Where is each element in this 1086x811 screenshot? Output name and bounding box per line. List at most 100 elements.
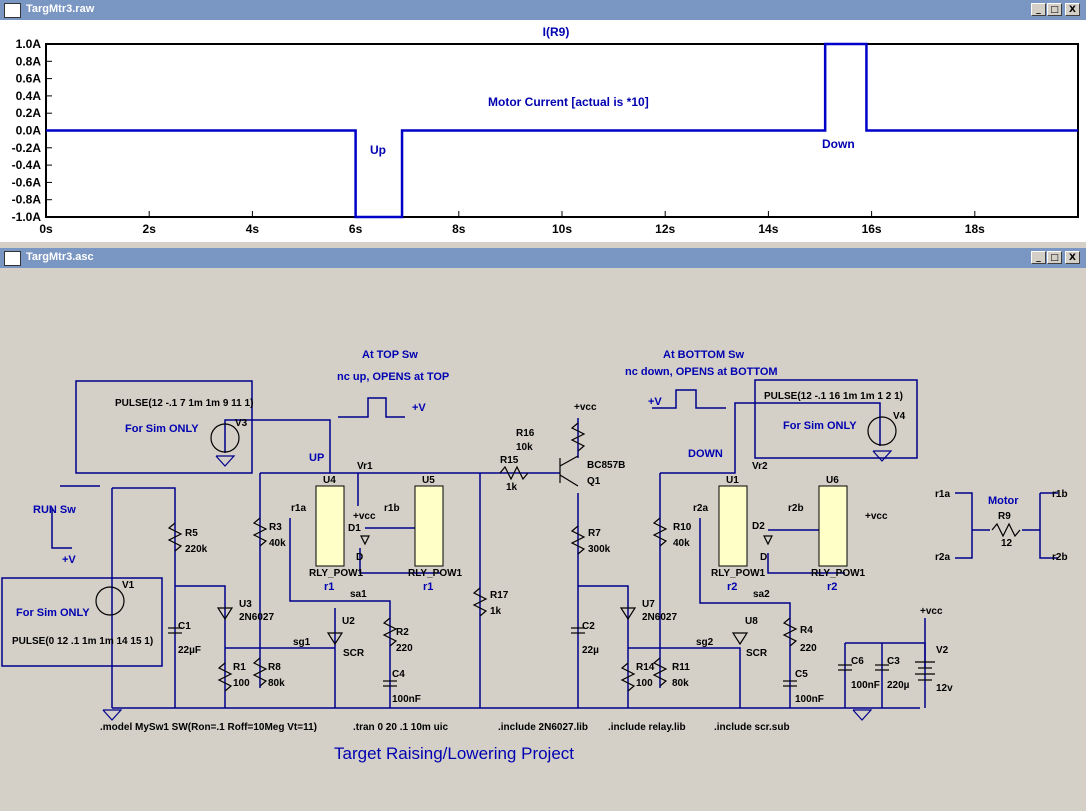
label-C1: C1 [178, 621, 191, 632]
label-U1: U1 [726, 475, 739, 486]
label-bot_sw_title: At BOTTOM Sw [663, 349, 745, 361]
label-U2: U2 [342, 616, 355, 627]
relay-u5 [414, 485, 444, 567]
label-R16: R16 [516, 428, 535, 439]
y-tick-label: 0.4A [16, 89, 42, 103]
label-pulse3: PULSE(12 -.1 7 1m 1m 9 11 1) [115, 398, 253, 409]
minimize-button[interactable]: _ [1031, 3, 1046, 16]
label-simonly4: For Sim ONLY [783, 420, 857, 432]
waveform-chart: I(R9)1.0A0.8A0.6A0.4A0.2A0.0A-0.2A-0.4A-… [12, 25, 1079, 236]
label-Vr2: Vr2 [752, 461, 768, 472]
label-V3: V3 [235, 418, 248, 429]
label-inc3: .include scr.sub [714, 722, 790, 733]
label-R1v: 100 [233, 678, 250, 689]
label-U7p: 2N6027 [642, 612, 677, 623]
label-pulse1: PULSE(0 12 .1 1m 1m 14 15 1) [12, 636, 153, 647]
schematic-window-titlebar[interactable]: TargMtr3.asc _ □ X [0, 248, 1086, 268]
label-R11v: 80k [672, 678, 689, 689]
label-rly2: RLY_POW1 [408, 568, 463, 579]
label-R8: R8 [268, 662, 281, 673]
y-tick-label: 0.2A [16, 106, 42, 120]
label-r2b: r2b [788, 503, 804, 514]
r16-resistor [570, 422, 586, 452]
label-C5v: 100nF [795, 694, 824, 705]
label-rly3: RLY_POW1 [711, 568, 766, 579]
plot-window-title: TargMtr3.raw [26, 3, 95, 15]
label-pulse4: PULSE(12 -.1 16 1m 1m 1 2 1) [764, 391, 903, 402]
r14-resistor [620, 662, 636, 692]
x-tick-label: 6s [349, 222, 363, 236]
label-R9: R9 [998, 511, 1011, 522]
v1-sim-box [1, 577, 163, 667]
trace-title[interactable]: I(R9) [543, 25, 570, 39]
close-button[interactable]: X [1065, 251, 1080, 264]
label-R14v: 100 [636, 678, 653, 689]
label-R5v: 220k [185, 544, 208, 555]
label-inc2: .include relay.lib [608, 722, 686, 733]
label-r1_2: r1 [423, 581, 433, 593]
label-R2v: 220 [396, 643, 413, 654]
label-R10: R10 [673, 522, 692, 533]
label-C3v: 220µ [887, 680, 910, 691]
label-C4: C4 [392, 669, 405, 680]
label-R5: R5 [185, 528, 198, 539]
restore-button[interactable]: □ [1047, 251, 1062, 264]
label-V4: V4 [893, 411, 906, 422]
label-rly1: RLY_POW1 [309, 568, 364, 579]
label-C2: C2 [582, 621, 595, 632]
label-V2: V2 [936, 645, 949, 656]
label-R7v: 300k [588, 544, 611, 555]
label-C4v: 100nF [392, 694, 421, 705]
label-U4: U4 [323, 475, 336, 486]
label-R1: R1 [233, 662, 246, 673]
label-DOWN: DOWN [688, 448, 723, 460]
y-tick-label: 0.8A [16, 54, 42, 68]
minimize-button[interactable]: _ [1031, 251, 1046, 264]
y-tick-label: 1.0A [16, 37, 42, 51]
x-tick-label: 18s [965, 222, 985, 236]
label-R15v: 1k [506, 482, 518, 493]
label-Da: D [356, 552, 363, 563]
label-C2v: 22µ [582, 645, 599, 656]
waveform-icon [4, 3, 21, 18]
label-mr2a: r2a [935, 552, 950, 563]
label-U3p: 2N6027 [239, 612, 274, 623]
y-tick-label: -1.0A [12, 210, 42, 224]
restore-button[interactable]: □ [1047, 3, 1062, 16]
r17-resistor [472, 587, 488, 617]
x-tick-label: 12s [655, 222, 675, 236]
label-D2: D2 [752, 521, 765, 532]
label-top_sw_desc: nc up, OPENS at TOP [337, 371, 449, 383]
y-tick-label: -0.8A [12, 193, 42, 207]
label-R2: R2 [396, 627, 409, 638]
close-button[interactable]: X [1065, 3, 1080, 16]
r2-resistor [382, 617, 398, 647]
plot-window-titlebar[interactable]: TargMtr3.raw _ □ X [0, 0, 1086, 20]
label-Db: D [760, 552, 767, 563]
label-R17v: 1k [490, 606, 502, 617]
label-C3: C3 [887, 656, 900, 667]
label-project: Target Raising/Lowering Project [334, 744, 574, 763]
schematic-window-title: TargMtr3.asc [26, 251, 94, 263]
label-Vr1: Vr1 [357, 461, 373, 472]
label-r2_1: r2 [727, 581, 737, 593]
label-sa2: sa2 [753, 589, 770, 600]
label-R11: R11 [672, 662, 690, 673]
label-motor: Motor [988, 495, 1019, 507]
label-simonly1: For Sim ONLY [16, 607, 90, 619]
label-plusv_bot: +V [648, 396, 662, 408]
label-C6: C6 [851, 656, 864, 667]
r3-resistor [252, 517, 268, 547]
x-tick-label: 0s [39, 222, 53, 236]
label-C1v: 22µF [178, 645, 201, 656]
label-vccq: +vcc [574, 402, 597, 413]
label-U7: U7 [642, 599, 655, 610]
x-tick-label: 14s [758, 222, 778, 236]
up-annotation: Up [370, 143, 386, 157]
label-sg2: sg2 [696, 637, 714, 648]
r7-resistor [570, 525, 586, 555]
label-mr1b: r1b [1052, 489, 1068, 500]
